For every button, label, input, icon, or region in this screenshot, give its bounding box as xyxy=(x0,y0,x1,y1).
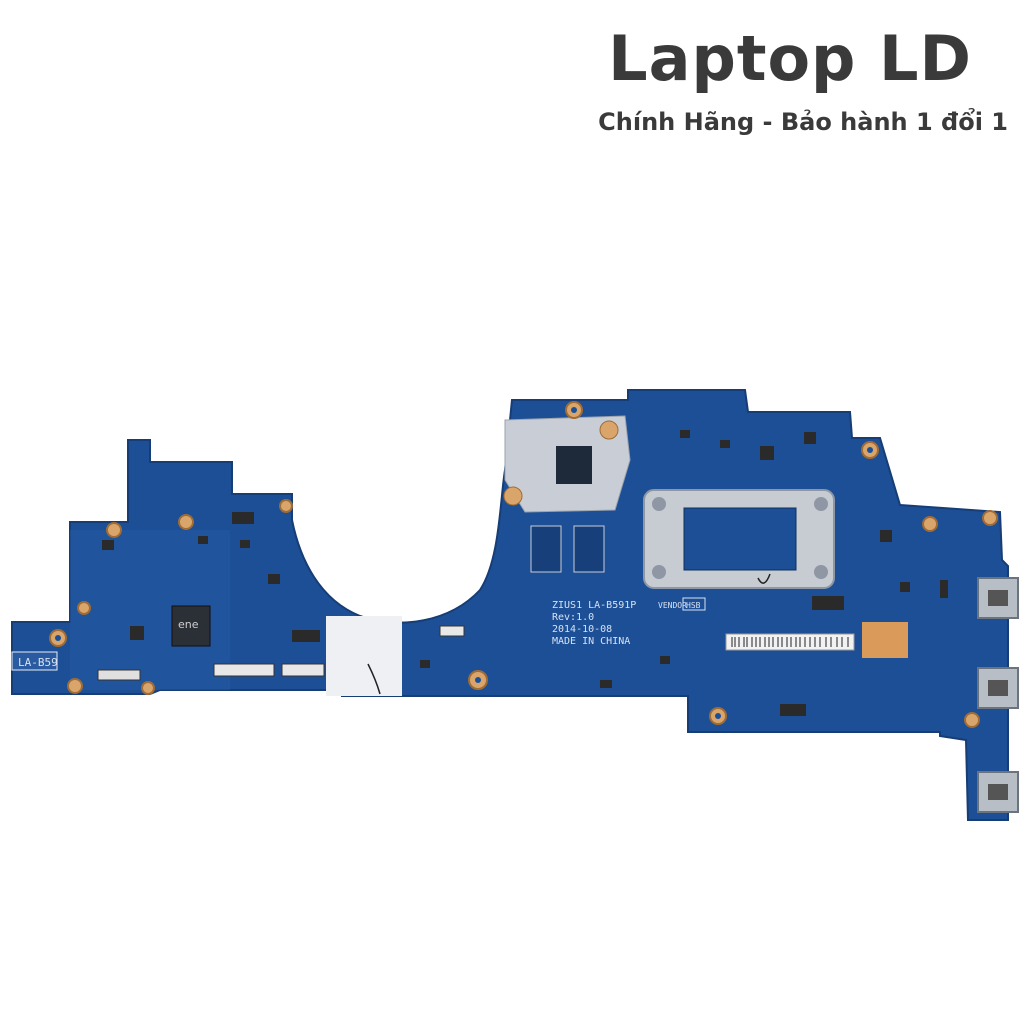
barcode-sticker xyxy=(725,633,855,651)
brand-subtitle: Chính Hãng - Bảo hành 1 đổi 1 xyxy=(598,108,1008,136)
ene-chip xyxy=(171,605,211,647)
chipset-die xyxy=(556,446,592,484)
brand-title: Laptop LD xyxy=(608,22,972,95)
silk-origin: MADE IN CHINA xyxy=(552,636,630,647)
insulation-sticker xyxy=(326,616,402,696)
fpc-connector-2 xyxy=(281,663,325,677)
memory-pad-1 xyxy=(530,525,562,573)
fpc-connector-5 xyxy=(439,625,465,637)
screw-holes xyxy=(49,401,998,728)
barcode-lines xyxy=(731,637,849,647)
board-label-left: LA-B59 xyxy=(18,656,58,669)
fpc-connector-4 xyxy=(292,630,320,642)
cpu-die xyxy=(683,507,797,571)
small-components xyxy=(102,430,948,716)
fpc-connector-1 xyxy=(213,663,275,677)
silk-model: ZIUS1 LA-B591P xyxy=(552,600,636,611)
copper-pad xyxy=(862,622,908,658)
vendor-code: HSB xyxy=(686,601,701,610)
ene-chip-mark: ene xyxy=(178,618,199,631)
memory-pad-2 xyxy=(573,525,605,573)
silk-date: 2014-10-08 xyxy=(552,624,612,635)
vendor-label: VENDOR xyxy=(658,601,687,610)
fpc-connector-3 xyxy=(97,669,141,681)
silk-rev: Rev:1.0 xyxy=(552,612,594,623)
pcb-left-region xyxy=(70,530,230,690)
